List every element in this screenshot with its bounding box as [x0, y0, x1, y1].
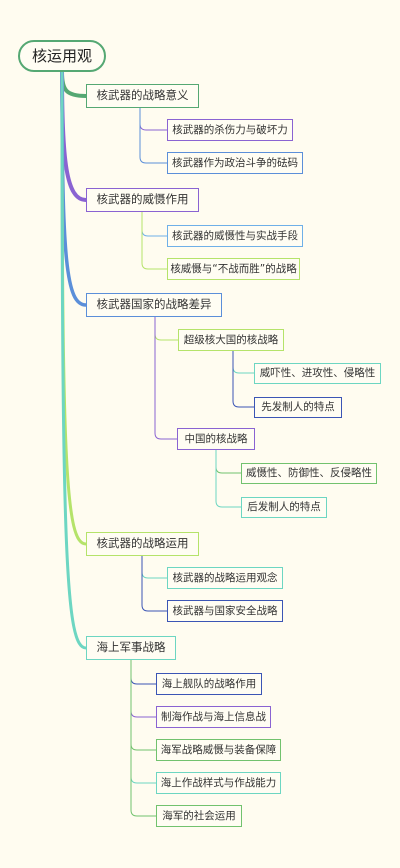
- branch-label: 海上军事战略: [96, 640, 166, 655]
- node-label: 核武器的杀伤力与破坏力: [172, 123, 288, 136]
- node-first-strike[interactable]: 先发制人的特点: [254, 397, 342, 418]
- node-label: 海上作战样式与作战能力: [160, 776, 277, 789]
- node-label: 超级核大国的核战略: [183, 333, 279, 346]
- node-label: 制海作战与海上信息战: [161, 710, 266, 723]
- node-label: 威吓性、进攻性、侵略性: [259, 367, 376, 380]
- node-political-leverage[interactable]: 核武器作为政治斗争的砝码: [167, 152, 303, 174]
- root-node[interactable]: 核运用观: [18, 40, 106, 72]
- node-sea-control[interactable]: 制海作战与海上信息战: [156, 706, 271, 728]
- node-label: 核武器的威慑性与实战手段: [172, 229, 298, 242]
- node-label: 先发制人的特点: [261, 401, 335, 414]
- node-superpower-traits[interactable]: 威吓性、进攻性、侵略性: [254, 363, 381, 384]
- branch-label: 核武器的战略意义: [96, 88, 189, 103]
- node-label: 海军战略威慑与装备保障: [160, 743, 277, 756]
- node-label: 后发制人的特点: [247, 501, 321, 514]
- branch-deterrence[interactable]: 核武器的威慑作用: [86, 188, 199, 212]
- node-national-security[interactable]: 核武器与国家安全战略: [167, 600, 283, 622]
- node-label: 海军的社会运用: [162, 809, 236, 822]
- node-label: 威慑性、防御性、反侵略性: [246, 467, 372, 480]
- node-destructive-power[interactable]: 核武器的杀伤力与破坏力: [167, 119, 293, 141]
- branch-strategy-differences[interactable]: 核武器国家的战略差异: [86, 293, 222, 317]
- branch-label: 核武器的战略运用: [96, 536, 189, 551]
- node-label: 核武器的战略运用观念: [172, 571, 278, 584]
- node-use-concept[interactable]: 核武器的战略运用观念: [167, 567, 283, 589]
- node-fleet-role[interactable]: 海上舰队的战略作用: [156, 673, 262, 695]
- branch-maritime-strategy[interactable]: 海上军事战略: [86, 636, 176, 660]
- node-superpower-strategy[interactable]: 超级核大国的核战略: [178, 329, 284, 351]
- node-deterrence-combat[interactable]: 核武器的威慑性与实战手段: [167, 225, 303, 247]
- branch-strategic-use[interactable]: 核武器的战略运用: [86, 532, 199, 556]
- node-second-strike[interactable]: 后发制人的特点: [241, 497, 327, 518]
- node-label: 海上舰队的战略作用: [161, 677, 257, 690]
- node-label: 中国的核战略: [184, 432, 248, 445]
- node-label: 核武器作为政治斗争的砝码: [172, 156, 298, 169]
- node-china-traits[interactable]: 威慑性、防御性、反侵略性: [241, 463, 377, 484]
- node-social-use[interactable]: 海军的社会运用: [156, 805, 242, 827]
- branch-strategic-significance[interactable]: 核武器的战略意义: [86, 84, 199, 108]
- node-combat-capability[interactable]: 海上作战样式与作战能力: [156, 772, 281, 794]
- node-label: 核威慑与“不战而胜”的战略: [170, 262, 297, 275]
- branch-label: 核武器的威慑作用: [96, 192, 189, 207]
- node-china-strategy[interactable]: 中国的核战略: [177, 428, 255, 450]
- node-naval-deterrence[interactable]: 海军战略威慑与装备保障: [156, 739, 281, 761]
- branch-label: 核武器国家的战略差异: [96, 297, 212, 312]
- node-win-without-fighting[interactable]: 核威慑与“不战而胜”的战略: [167, 258, 300, 280]
- root-label: 核运用观: [31, 46, 92, 65]
- node-label: 核武器与国家安全战略: [172, 604, 278, 617]
